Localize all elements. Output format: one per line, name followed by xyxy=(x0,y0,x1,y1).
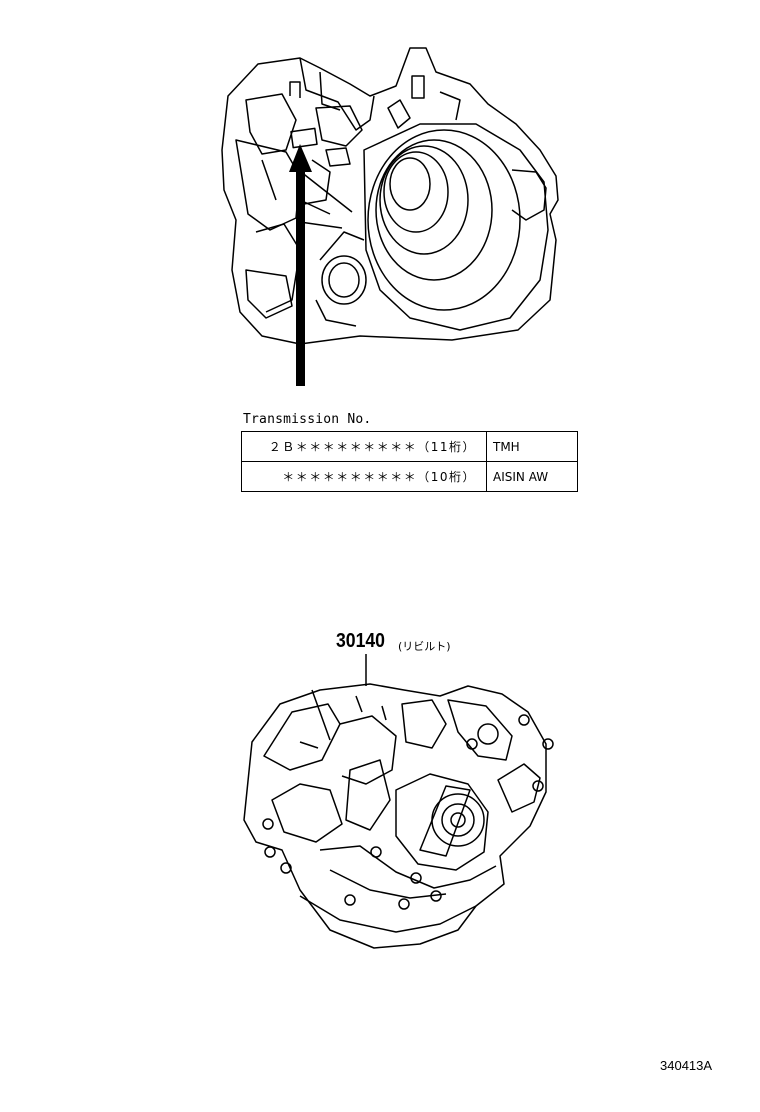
manufacturer-cell: AISIN AW xyxy=(486,461,578,492)
manufacturer-cell: TMH xyxy=(486,431,578,462)
transmission-number-label: Transmission No. xyxy=(243,412,372,427)
pointer-arrow xyxy=(289,144,312,386)
figure-id: 340413A xyxy=(660,1058,713,1073)
table-row: ＊＊＊＊＊＊＊＊＊＊（10桁） AISIN AW xyxy=(241,461,578,492)
serial-format-cell: ＊＊＊＊＊＊＊＊＊＊（10桁） xyxy=(241,461,487,492)
transmission-assembly-drawing xyxy=(243,683,554,949)
transmission-housing-drawing xyxy=(221,47,559,345)
serial-format-cell: ２Ｂ＊＊＊＊＊＊＊＊＊（11桁） xyxy=(241,431,487,462)
part-number[interactable]: 30140 xyxy=(336,630,385,652)
part-note: (リビルト) xyxy=(398,640,451,653)
transmission-number-table: ２Ｂ＊＊＊＊＊＊＊＊＊（11桁） TMH ＊＊＊＊＊＊＊＊＊＊（10桁） AIS… xyxy=(241,431,578,492)
table-row: ２Ｂ＊＊＊＊＊＊＊＊＊（11桁） TMH xyxy=(241,431,578,462)
